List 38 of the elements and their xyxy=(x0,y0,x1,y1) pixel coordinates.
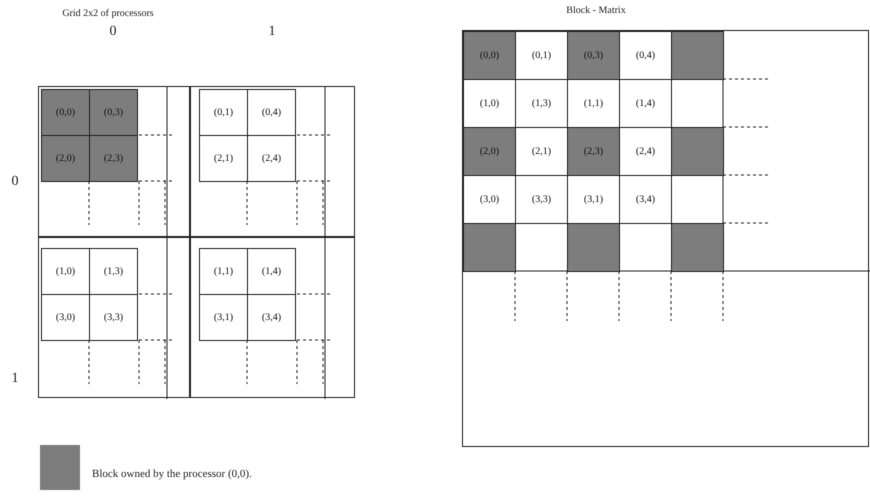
shaded-block xyxy=(671,223,724,272)
matrix-block: (2,4) xyxy=(247,135,296,182)
row-number: 1 xyxy=(12,371,18,387)
processor-region xyxy=(38,237,190,398)
shaded-block xyxy=(671,31,724,80)
matrix-block: (1,0) xyxy=(41,248,90,295)
row-number: 0 xyxy=(12,174,18,190)
matrix-block: (2,3) xyxy=(89,135,138,182)
matrix-block: (3,1) xyxy=(199,294,248,341)
matrix-block: (2,1) xyxy=(199,135,248,182)
matrix-block: (0,1) xyxy=(199,89,248,136)
matrix-block: (3,4) xyxy=(247,294,296,341)
legend-text: Block owned by the processor (0,0). xyxy=(92,468,252,480)
matrix-block: (2,0) xyxy=(463,127,516,176)
matrix-block: (0,3) xyxy=(567,31,620,80)
matrix-block: (2,0) xyxy=(41,135,90,182)
shaded-block xyxy=(463,223,516,272)
matrix-block: (0,0) xyxy=(41,89,90,136)
matrix-block: (3,3) xyxy=(89,294,138,341)
matrix-block: (0,4) xyxy=(247,89,296,136)
matrix-block: (1,1) xyxy=(199,248,248,295)
shaded-block xyxy=(671,127,724,176)
column-number: 0 xyxy=(110,24,116,40)
matrix-block: (0,0) xyxy=(463,31,516,80)
matrix-block: (3,4) xyxy=(619,175,672,224)
shaded-block xyxy=(567,223,620,272)
processor-region xyxy=(38,86,190,237)
column-number: 1 xyxy=(268,24,276,40)
matrix-block: (3,0) xyxy=(41,294,90,341)
processor-region xyxy=(190,86,355,237)
block-matrix-frame xyxy=(462,30,869,447)
matrix-title: Block - Matrix xyxy=(566,5,626,16)
matrix-block: (2,3) xyxy=(567,127,620,176)
processor-region xyxy=(190,237,355,398)
matrix-block: (0,3) xyxy=(89,89,138,136)
matrix-block: (1,3) xyxy=(89,248,138,295)
grid-title: Grid 2x2 of processors xyxy=(62,8,154,19)
matrix-block: (1,4) xyxy=(247,248,296,295)
